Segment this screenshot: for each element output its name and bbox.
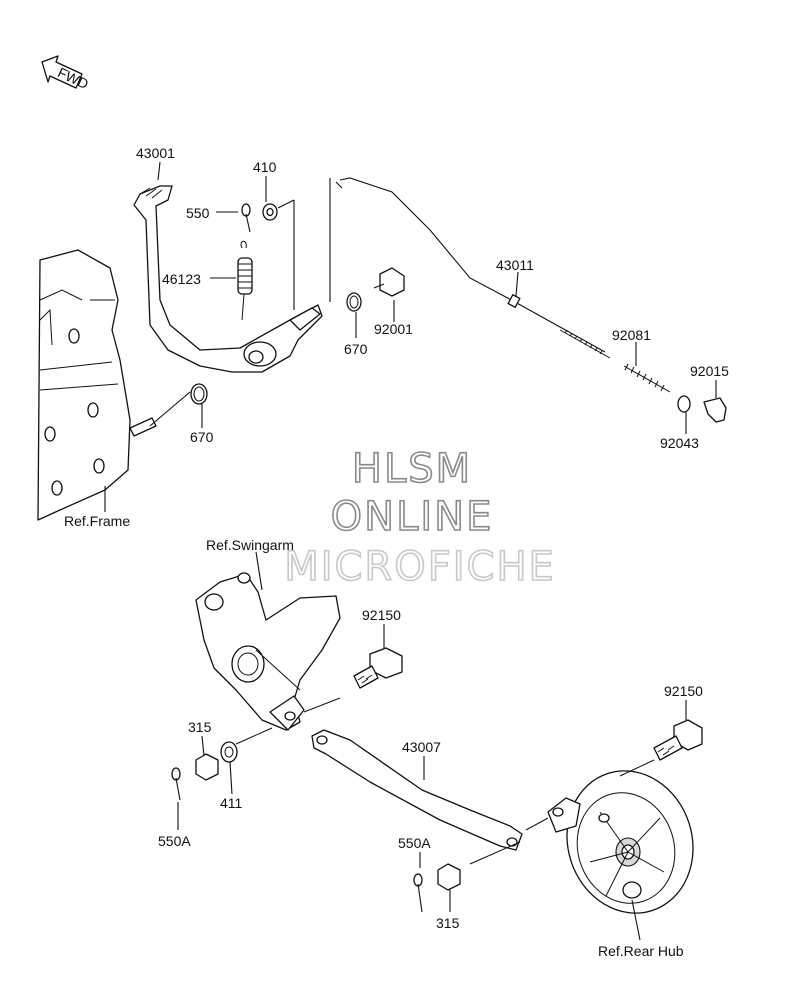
nut-315-left bbox=[195, 753, 219, 781]
callout-410: 410 bbox=[253, 159, 277, 175]
bolt-92150-lower bbox=[653, 719, 703, 761]
brake-pedal-43001 bbox=[133, 185, 323, 373]
callout-46123: 46123 bbox=[162, 271, 201, 287]
washer-410 bbox=[262, 203, 278, 221]
cotter-pin-550A-left bbox=[171, 767, 181, 801]
frame-illustration bbox=[37, 249, 157, 521]
callout-92043: 92043 bbox=[660, 435, 699, 451]
callout-670-upper: 670 bbox=[344, 341, 368, 357]
watermark-line-3: MICROFICHE bbox=[284, 544, 556, 590]
rear-hub bbox=[547, 770, 694, 914]
ref-rear-hub-label: Ref.Rear Hub bbox=[598, 943, 684, 959]
callout-labels: 43001 410 550 46123 43011 92001 670 9208… bbox=[64, 145, 729, 959]
watermark-line-2: ONLINE bbox=[331, 494, 494, 540]
callout-550A-right: 550A bbox=[398, 835, 431, 851]
callout-92150-upper: 92150 bbox=[362, 607, 401, 623]
leader-lines bbox=[104, 161, 717, 941]
callout-43007: 43007 bbox=[402, 739, 441, 755]
brake-rod-43011 bbox=[335, 177, 611, 359]
callout-550A-left: 550A bbox=[158, 833, 191, 849]
swingarm-bracket bbox=[195, 572, 341, 731]
callout-92150-lower: 92150 bbox=[664, 683, 703, 699]
callout-315-right: 315 bbox=[436, 915, 460, 931]
callout-550: 550 bbox=[186, 205, 210, 221]
nut-315-right bbox=[437, 863, 461, 891]
callout-43001: 43001 bbox=[136, 145, 175, 161]
ref-frame-label: Ref.Frame bbox=[64, 513, 130, 529]
watermark: HLSM ONLINE MICROFICHE bbox=[283, 445, 556, 591]
callout-670-lower: 670 bbox=[190, 429, 214, 445]
spring-46123 bbox=[237, 240, 253, 321]
bolt-92150-upper bbox=[353, 647, 403, 689]
o-ring-670-lower bbox=[190, 383, 208, 405]
callout-92081: 92081 bbox=[612, 327, 651, 343]
fwd-arrow-icon: FWD bbox=[41, 55, 91, 92]
callout-411: 411 bbox=[220, 795, 243, 811]
callout-92001: 92001 bbox=[374, 321, 413, 337]
callout-92015: 92015 bbox=[690, 363, 729, 379]
wing-nut-92015 bbox=[703, 397, 727, 423]
spring-92081 bbox=[623, 363, 671, 393]
watermark-line-1: HLSM bbox=[352, 446, 472, 492]
callout-315-left: 315 bbox=[188, 719, 212, 735]
o-ring-670-upper bbox=[346, 292, 362, 312]
cotter-pin-550A-right bbox=[413, 873, 423, 913]
collar-92043 bbox=[677, 395, 691, 413]
cotter-pin-550 bbox=[241, 203, 251, 233]
fwd-label: FWD bbox=[55, 64, 91, 92]
ref-swingarm-label: Ref.Swingarm bbox=[206, 537, 294, 553]
washer-411 bbox=[220, 741, 238, 763]
bolt-92001 bbox=[373, 267, 405, 297]
callout-43011: 43011 bbox=[496, 257, 534, 273]
